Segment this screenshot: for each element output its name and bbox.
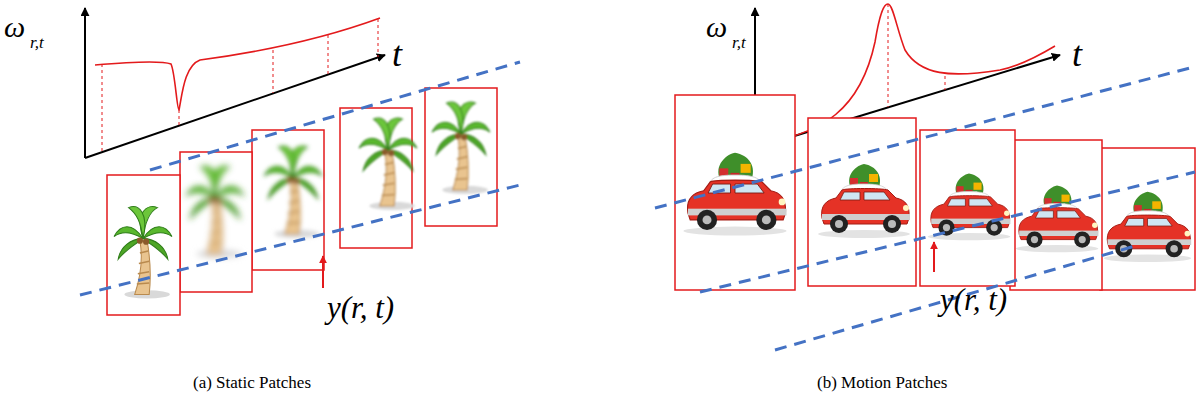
motion-frames — [675, 95, 1195, 290]
patch-tube — [80, 62, 520, 295]
static-frames — [107, 88, 497, 315]
pointer-arrow — [322, 256, 324, 288]
axis-label: t — [1072, 36, 1082, 72]
patch-tube — [655, 68, 1195, 350]
panel-caption: (a) Static Patches — [193, 374, 311, 391]
panel-caption: (b) Motion Patches — [817, 374, 947, 391]
axis-label: t — [392, 36, 402, 72]
axis-label: ω — [706, 12, 727, 42]
patch-label: y(r, t) — [327, 292, 394, 323]
weight-curve — [95, 18, 380, 152]
pointer-arrow — [933, 242, 935, 272]
axis-subscript: r,t — [732, 34, 746, 51]
axis-label: ω — [4, 12, 25, 42]
patch-label: y(r, t) — [940, 284, 1007, 315]
axis-subscript: r,t — [30, 34, 44, 51]
